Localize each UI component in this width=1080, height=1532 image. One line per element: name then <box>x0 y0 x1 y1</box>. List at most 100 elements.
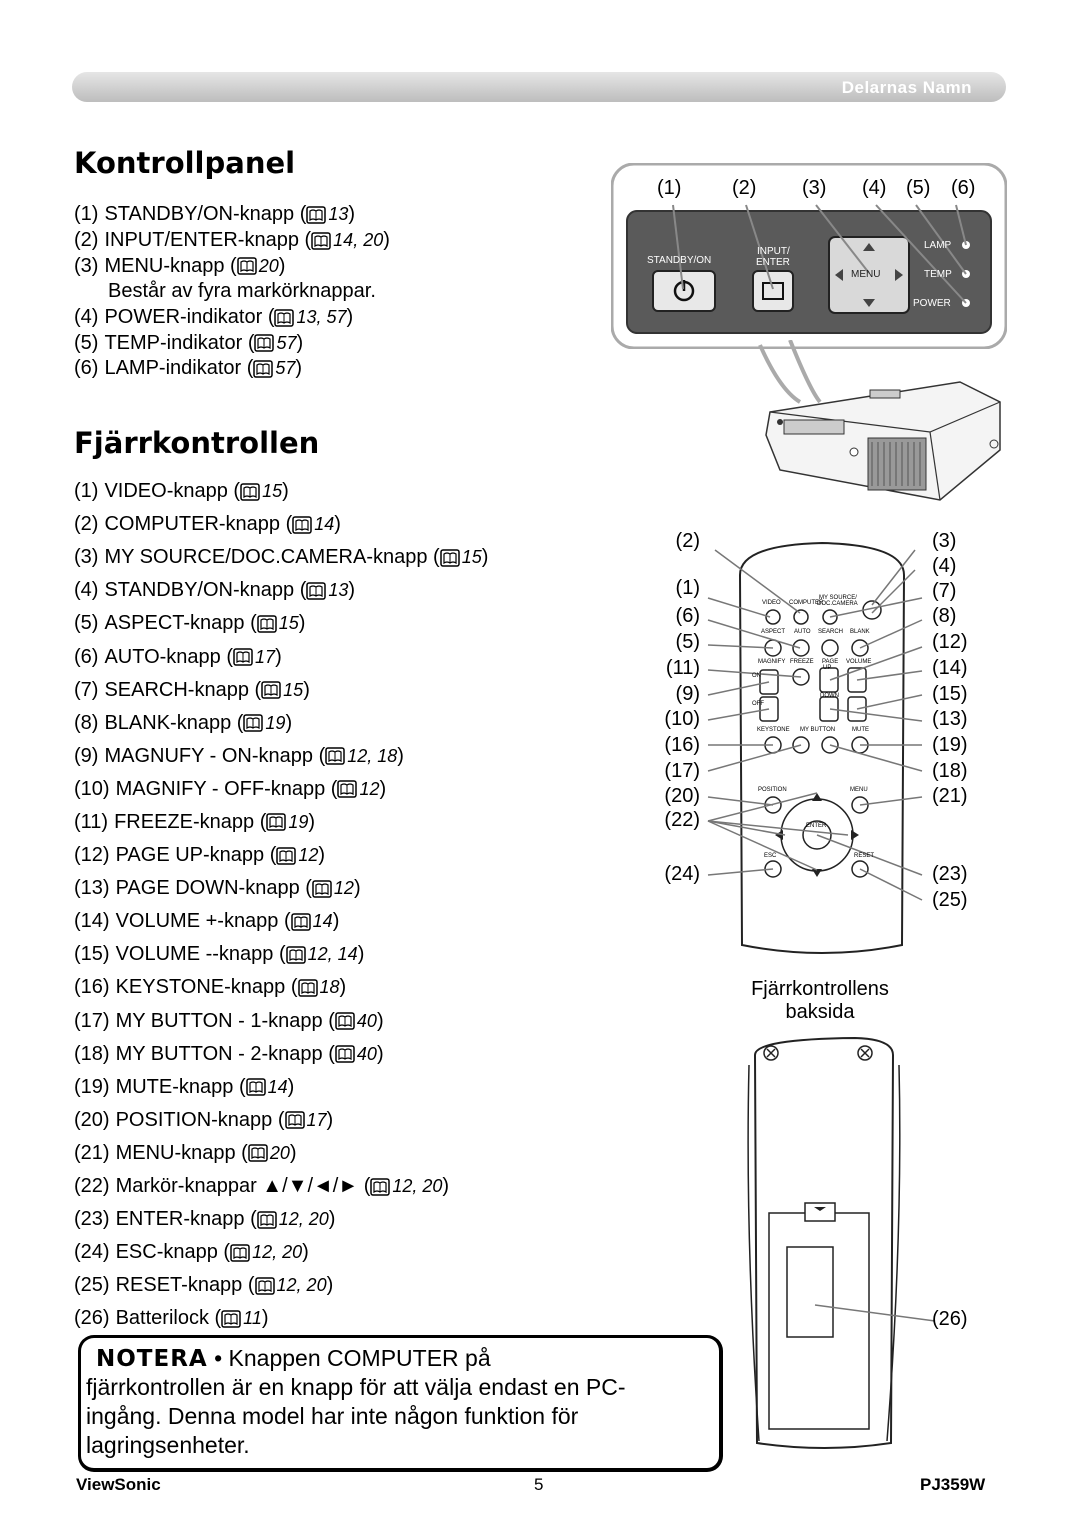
remote-callout-right: (8) <box>932 605 957 627</box>
page-ref: 13, 57 <box>274 307 347 328</box>
item-close: ) <box>397 744 404 767</box>
list-item: (21)MENU-knapp (20) <box>74 1137 488 1170</box>
book-icon <box>230 1243 250 1262</box>
item-number: (24) <box>74 1241 110 1264</box>
item-label: AUTO-knapp ( <box>104 645 234 668</box>
list-item: (16)KEYSTONE-knapp (18) <box>74 971 488 1004</box>
item-close: ) <box>348 579 356 602</box>
note-text-4: lagringsenheter. <box>86 1432 250 1458</box>
cp-callout-5: (5) <box>906 177 931 199</box>
projector-illustration <box>700 339 1010 510</box>
remote-callout-left: (9) <box>675 683 700 705</box>
page-ref-number: 12, 20 <box>252 1242 303 1263</box>
page-ref: 17 <box>284 1109 327 1131</box>
page-ref: 12, 20 <box>230 1242 302 1263</box>
control-panel-heading: Kontrollpanel <box>74 146 296 180</box>
item-number: (2) <box>74 513 99 536</box>
note-label: NOTERA <box>96 1346 208 1372</box>
remote-diagram: VIDEO COMPUTER MY SOURCE/ DOC.CAMERA ASP… <box>660 525 990 955</box>
page-ref: 20 <box>248 1143 290 1164</box>
note-box <box>78 1335 723 1472</box>
remote-callout-right: (15) <box>932 683 968 705</box>
item-number: (6) <box>74 645 99 668</box>
remote-back-diagram: (26) <box>735 1035 985 1455</box>
btn-label-blank: BLANK <box>850 629 870 635</box>
remote-callout-left: (16) <box>664 734 700 756</box>
remote-callout-left: (10) <box>664 708 700 730</box>
page-ref: 57 <box>254 332 297 354</box>
page-ref-number: 57 <box>276 332 297 353</box>
remote-list: (1) VIDEO-knapp (15)(2)COMPUTER-knapp (1… <box>74 475 488 1335</box>
remote-callout-left: (5) <box>675 631 700 653</box>
page-ref-number: 12 <box>359 778 380 799</box>
item-label: PAGE UP-knapp ( <box>115 844 277 867</box>
cp-menu-label: MENU <box>851 269 881 280</box>
btn-label-down: DOWN <box>820 693 839 699</box>
remote-callout-right: (21) <box>932 785 968 807</box>
list-item: (24)ESC-knapp (12, 20) <box>74 1236 488 1269</box>
remote-callout-left: (2) <box>675 530 700 552</box>
book-icon <box>236 257 257 275</box>
item-number: (20) <box>74 1108 110 1131</box>
item-number: (3) <box>74 546 99 569</box>
page-ref-number: 20 <box>269 1142 290 1163</box>
page-ref-number: 13 <box>328 204 349 225</box>
book-icon <box>240 482 260 501</box>
section-title: Delarnas Namn <box>841 78 972 97</box>
list-item: (23)ENTER-knapp (12, 20) <box>74 1203 488 1236</box>
item-number: (4) <box>74 306 99 329</box>
remote-callout-left: (24) <box>664 863 700 885</box>
remote-callout-right: (7) <box>932 580 957 602</box>
item-close: ) <box>295 357 303 380</box>
back-caption: Fjärrkontrollens baksida <box>735 978 905 1024</box>
page-ref: 12 <box>312 878 354 899</box>
remote-callout-left: (22) <box>664 809 700 831</box>
book-icon <box>243 714 264 732</box>
page-ref: 19 <box>266 812 308 833</box>
book-icon <box>439 548 460 567</box>
btn-label-mybutton: MY BUTTON <box>800 727 836 733</box>
page-ref-number: 19 <box>265 712 286 733</box>
item-label: PAGE DOWN-knapp ( <box>115 877 312 900</box>
list-item: (12)PAGE UP-knapp (12) <box>74 839 488 872</box>
page-ref-number: 57 <box>275 358 296 379</box>
item-label: KEYSTONE-knapp ( <box>115 976 298 999</box>
page-ref-number: 17 <box>306 1109 327 1130</box>
list-item: (3)MENU-knapp (20) <box>74 253 390 279</box>
btn-label-position: POSITION <box>758 787 787 793</box>
remote-callout-left: (20) <box>664 785 700 807</box>
note-text-2: fjärrkontrollen är en knapp för att välj… <box>86 1374 626 1400</box>
item-label: COMPUTER-knapp ( <box>104 513 293 536</box>
cp-enter-label: ENTER <box>756 257 790 268</box>
item-label: Markör-knappar ▲/▼/◄/► ( <box>115 1175 371 1198</box>
item-close: ) <box>308 810 316 833</box>
item-number: (1) <box>74 480 99 503</box>
item-label: ESC-knapp ( <box>115 1241 231 1264</box>
page-ref: 19 <box>243 713 285 734</box>
book-icon <box>256 1210 277 1229</box>
item-label: MUTE-knapp ( <box>115 1075 246 1098</box>
book-icon <box>292 515 313 534</box>
page-ref: 13 <box>306 204 348 225</box>
book-icon <box>297 979 318 997</box>
page-ref: 12, 20 <box>256 1209 329 1230</box>
page-ref-number: 13, 57 <box>296 307 347 328</box>
item-number: (21) <box>74 1141 110 1164</box>
remote-callout-left: (11) <box>665 657 700 679</box>
page-ref: 40 <box>335 1044 377 1065</box>
item-number: (4) <box>74 579 99 602</box>
btn-label-esc: ESC <box>764 853 777 859</box>
cp-callout-4: (4) <box>862 177 887 199</box>
item-number: (11) <box>74 810 109 833</box>
btn-label-doccamera: DOC.CAMERA <box>817 601 858 607</box>
page-ref: 12, 20 <box>370 1176 442 1197</box>
page-ref: 12, 20 <box>254 1275 327 1296</box>
book-icon <box>248 1144 268 1163</box>
book-icon <box>254 334 275 353</box>
list-item: (13)PAGE DOWN-knapp (12) <box>74 872 488 905</box>
item-close: ) <box>278 254 286 277</box>
item-number: (13) <box>74 877 110 900</box>
item-close: ) <box>326 1108 334 1131</box>
list-item: (4)STANDBY/ON-knapp (13) <box>74 574 488 607</box>
item-number: (17) <box>74 1009 110 1032</box>
